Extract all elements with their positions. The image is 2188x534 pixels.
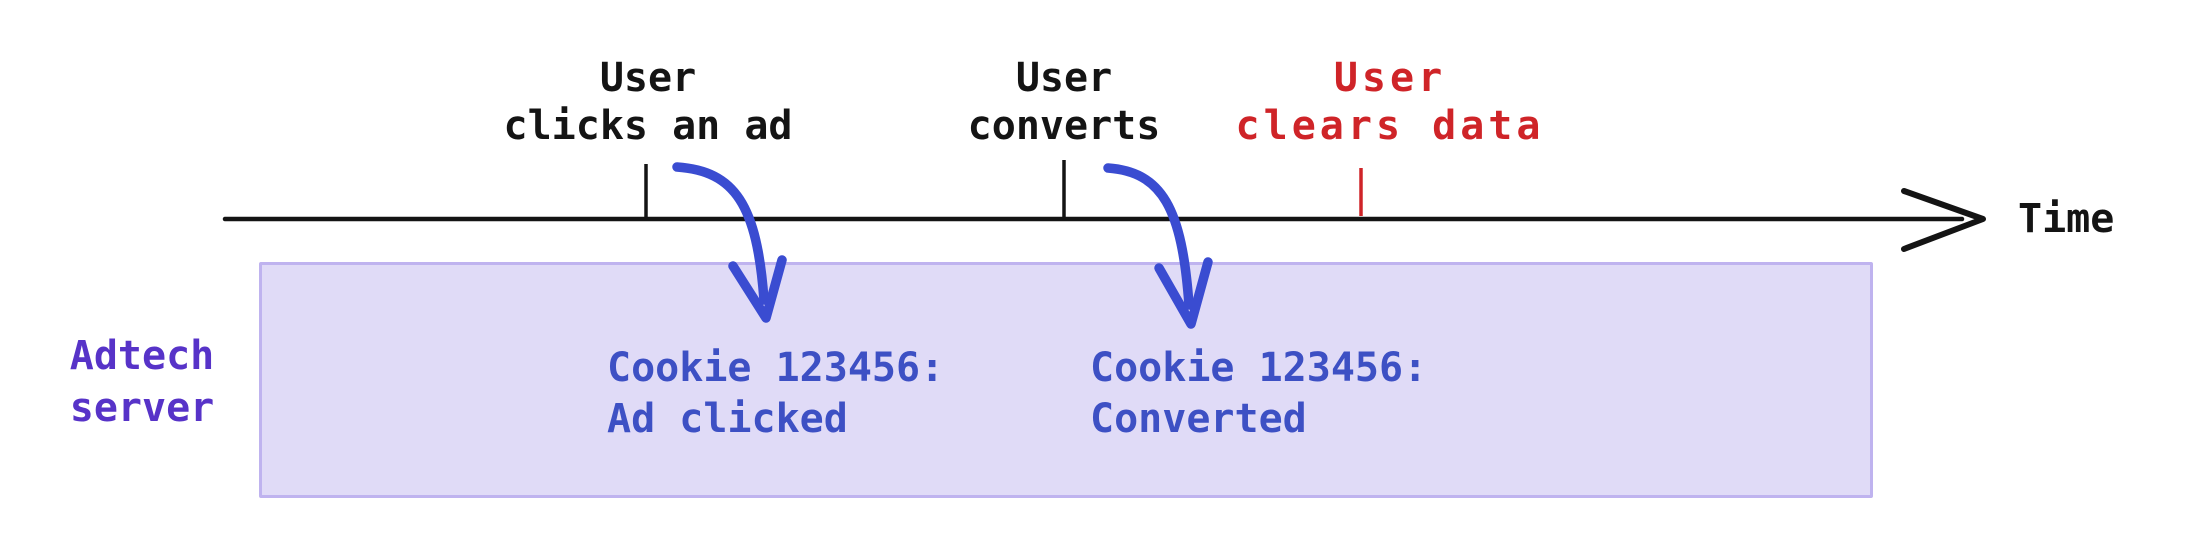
event-label-user-converts: User converts bbox=[967, 55, 1161, 149]
time-axis-arrowhead-icon bbox=[1901, 188, 1986, 252]
time-axis-label: Time bbox=[2018, 196, 2115, 242]
cookie-record-ad-clicked: Cookie 123456: Ad clicked bbox=[607, 345, 945, 442]
event-label-user-clears-data: User clears data bbox=[1235, 55, 1545, 149]
adtech-server-label: Adtech server bbox=[69, 333, 215, 431]
adtech-server-box bbox=[259, 262, 1873, 498]
event-label-user-clicks-ad: User clicks an ad bbox=[503, 55, 793, 149]
cookie-record-converted: Cookie 123456: Converted bbox=[1090, 345, 1428, 442]
